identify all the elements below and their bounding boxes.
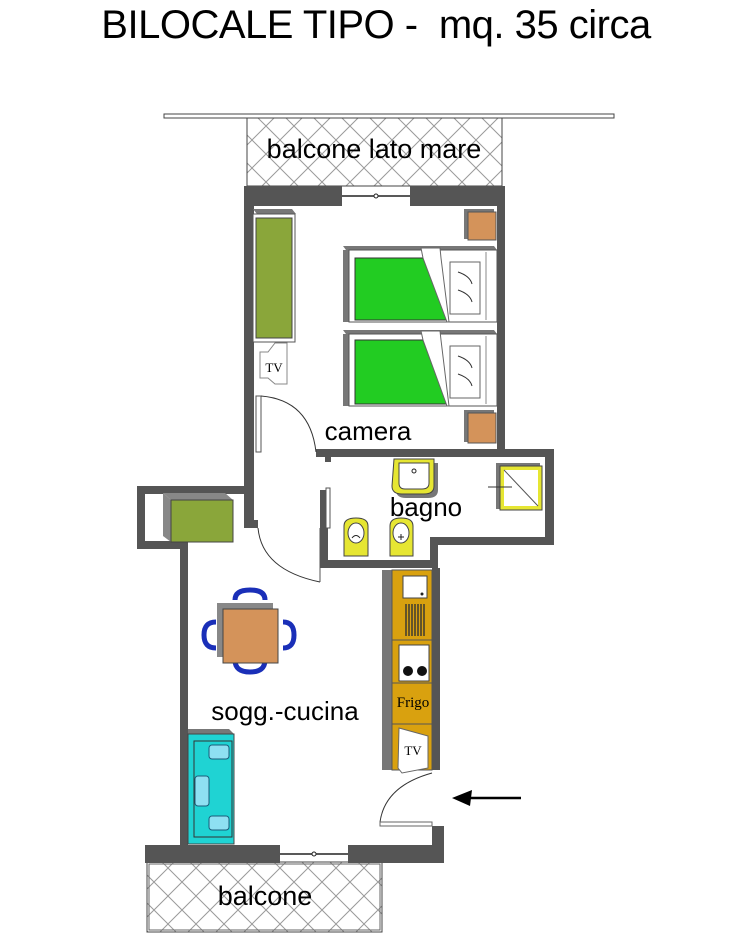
kitchen-unit: Frigo TV bbox=[382, 569, 433, 774]
label-bedroom: camera bbox=[325, 416, 412, 446]
balcony-sea-side bbox=[246, 117, 503, 187]
window-bottom bbox=[280, 851, 348, 857]
storage-cabinet bbox=[163, 493, 234, 543]
wardrobe-bedroom bbox=[252, 209, 296, 343]
label-living-kitchen: sogg.-cucina bbox=[211, 696, 359, 726]
fridge: Frigo bbox=[397, 695, 430, 711]
tv-bedroom[interactable]: TV bbox=[259, 342, 288, 385]
bathroom-door[interactable] bbox=[257, 487, 331, 583]
bidet bbox=[389, 517, 414, 557]
label-balcony: balcone bbox=[218, 881, 313, 911]
bedroom-door[interactable] bbox=[255, 395, 331, 462]
bed-2 bbox=[343, 330, 498, 407]
entrance-arrow-icon bbox=[452, 790, 521, 806]
plan-title: BILOCALE TIPO - mq. 35 circa bbox=[101, 3, 651, 47]
kitchen-sink bbox=[402, 575, 428, 636]
bed-1 bbox=[343, 246, 498, 323]
sink bbox=[391, 458, 438, 498]
railing-top bbox=[163, 113, 615, 119]
fridge-label: Frigo bbox=[397, 695, 430, 711]
label-bathroom: bagno bbox=[390, 492, 462, 522]
tv-living[interactable]: TV bbox=[397, 727, 429, 774]
entrance-door[interactable] bbox=[379, 772, 433, 827]
walls bbox=[137, 186, 554, 863]
nightstand-top bbox=[464, 209, 497, 241]
balcony-bottom bbox=[146, 861, 383, 933]
sofa bbox=[187, 729, 235, 845]
window-top bbox=[342, 193, 410, 199]
dining-table bbox=[201, 587, 297, 675]
nightstand-bottom bbox=[464, 410, 497, 444]
cooktop bbox=[398, 644, 430, 682]
toilet bbox=[343, 517, 369, 557]
tv-living-label: TV bbox=[404, 743, 422, 758]
label-balcony-sea: balcone lato mare bbox=[267, 134, 482, 164]
shower bbox=[488, 463, 543, 511]
tv-bedroom-label: TV bbox=[265, 360, 283, 375]
